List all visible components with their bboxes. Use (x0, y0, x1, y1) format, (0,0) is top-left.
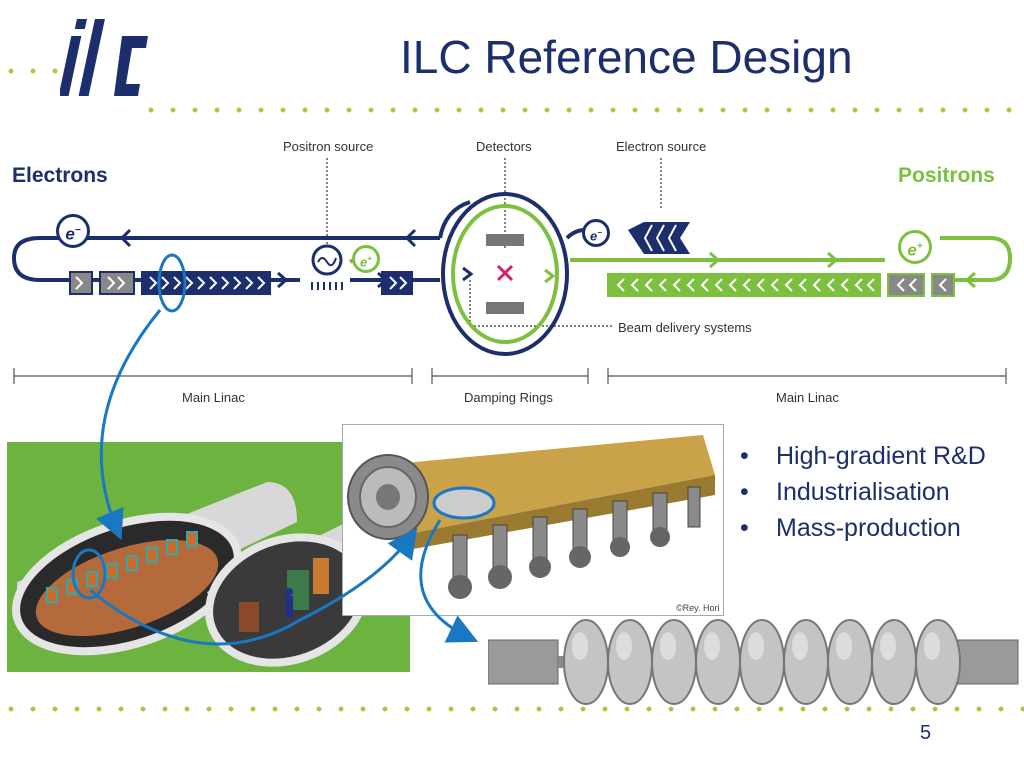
slide-title: ILC Reference Design (400, 31, 853, 83)
bullet-list: High-gradient R&D Industrialisation Mass… (740, 440, 1020, 548)
bottom-dotted-rule (0, 706, 1024, 712)
top-dotted-rule (140, 107, 1024, 113)
cryomodule-photo (347, 435, 715, 599)
main-linac-right-label: Main Linac (776, 390, 839, 405)
positron-badge-right-icon: e+ (898, 230, 932, 264)
cavity-photo (488, 619, 1019, 705)
detectors-label: Detectors (476, 139, 532, 154)
top-dotted-left (0, 68, 60, 74)
main-linac-left-label: Main Linac (182, 390, 245, 405)
electron-source-label: Electron source (616, 139, 707, 154)
bullet-item: Industrialisation (740, 476, 1020, 508)
electrons-label: Electrons (12, 164, 108, 187)
accelerator-schematic (11, 158, 1013, 384)
positron-source-label: Positron source (283, 139, 374, 154)
ilc-logo (60, 19, 148, 96)
positrons-label: Positrons (898, 164, 995, 187)
electron-badge-left-icon: e− (56, 214, 90, 248)
page-number: 5 (920, 722, 932, 744)
collision-x-icon (496, 264, 514, 282)
positron-badge-left-icon: e+ (352, 245, 380, 273)
photo-credit: ©Rey. Hori (676, 603, 720, 613)
damping-rings-label: Damping Rings (464, 390, 553, 405)
beam-delivery-label: Beam delivery systems (618, 320, 752, 335)
bullet-item: High-gradient R&D (740, 440, 1020, 472)
bullet-item: Mass-production (740, 512, 1020, 544)
electron-badge-right-icon: e− (582, 219, 610, 247)
